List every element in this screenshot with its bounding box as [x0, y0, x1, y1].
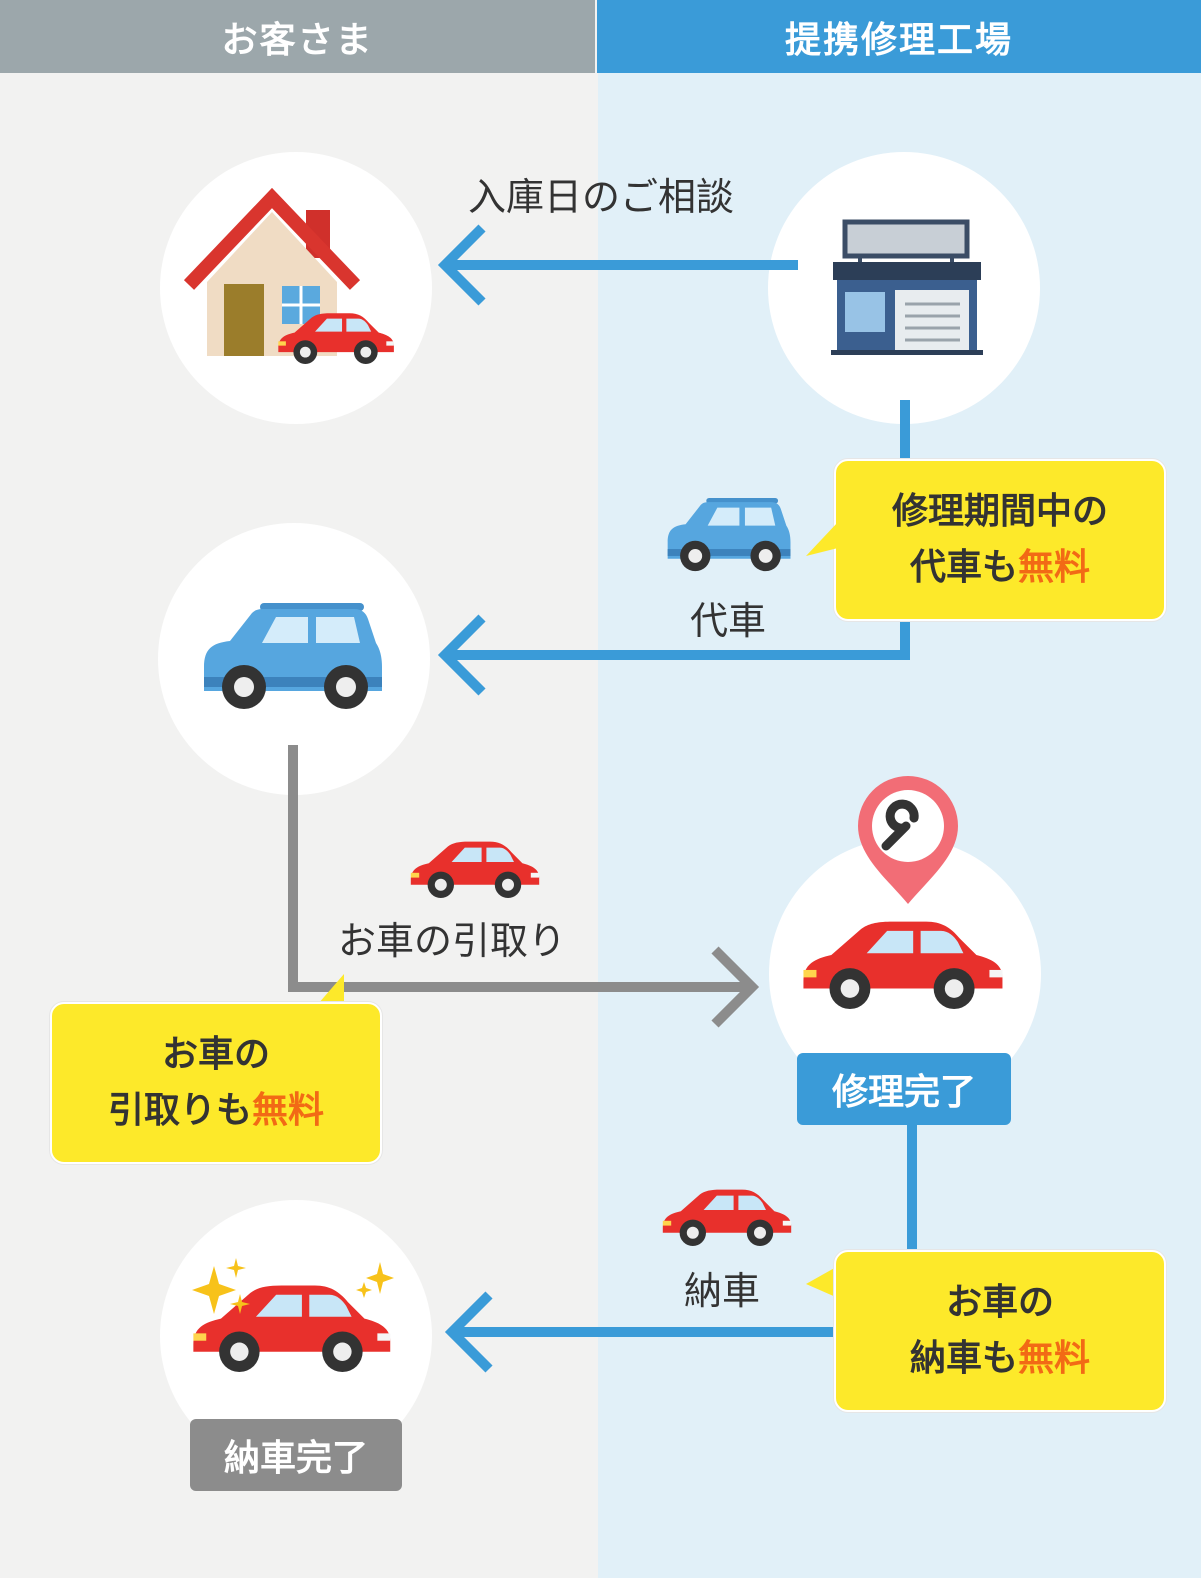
consult-label: 入庫日のご相談	[468, 175, 735, 219]
bubble-text: 納車も	[909, 1338, 1018, 1379]
wrench-pin-icon	[858, 776, 958, 904]
free-text: 無料	[1018, 1338, 1091, 1379]
arrow-left-icon	[437, 224, 486, 306]
arrow-right-icon	[711, 946, 760, 1028]
pickup-free-bubble: お車の 引取りも無料	[50, 1002, 382, 1164]
bubble-line: お車の	[945, 1282, 1054, 1323]
bubble-text: 代車も	[909, 547, 1018, 588]
free-text: 無料	[1018, 547, 1091, 588]
customer-header: お客さま	[0, 0, 595, 73]
repair-complete-badge: 修理完了	[797, 1053, 1011, 1125]
bubble-line: 納車も無料	[836, 1331, 1164, 1387]
free-text: 無料	[252, 1090, 325, 1131]
loaner-label: 代車	[690, 599, 767, 643]
delivery-complete-badge: 納車完了	[190, 1419, 402, 1491]
loaner-free-bubble: 修理期間中の 代車も無料	[834, 459, 1166, 621]
bubble-line: 修理期間中の	[891, 491, 1108, 532]
bubble-line: お車の	[161, 1034, 270, 1075]
arrow-left-icon	[444, 1291, 493, 1373]
shop-header: 提携修理工場	[597, 0, 1201, 73]
pickup-line	[288, 745, 750, 992]
delivery-free-bubble: お車の 納車も無料	[834, 1250, 1166, 1412]
arrow-left-icon	[437, 614, 486, 696]
delivery-label: 納車	[684, 1269, 761, 1313]
bubble-text: 引取りも	[107, 1090, 252, 1131]
pickup-label: お車の引取り	[338, 919, 567, 963]
sparkle-icon	[192, 1258, 394, 1314]
bubble-line: 引取りも無料	[52, 1083, 380, 1139]
bubble-line: 代車も無料	[836, 540, 1164, 596]
